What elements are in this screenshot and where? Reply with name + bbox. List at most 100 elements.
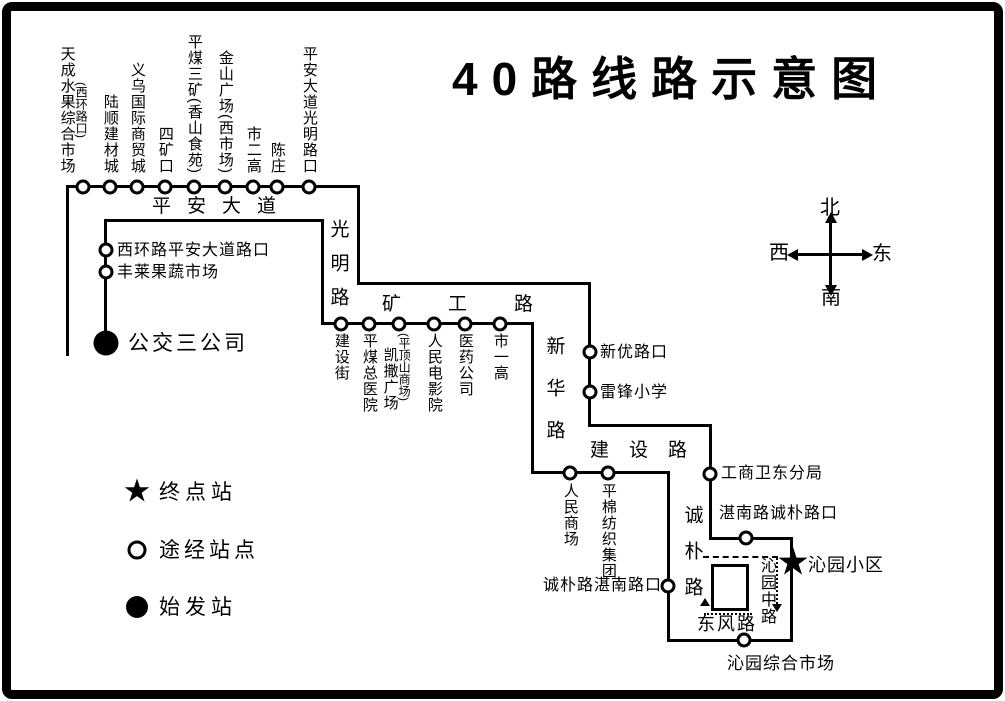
qinyuan-middle-road-dashed-top (703, 556, 778, 558)
compass-north-label: 北 (820, 197, 840, 219)
stop-marker (186, 179, 202, 195)
route-line-chengpu-east (709, 424, 712, 540)
route-line-dongfeng-road (667, 639, 793, 642)
route-line-xihuan-tail (66, 185, 69, 356)
stop-marker (562, 465, 578, 481)
stop-marker (269, 179, 285, 195)
stop-label: 西环路平安大道路口 (117, 242, 271, 259)
qinyuan-middle-road-dotted-east (776, 558, 778, 604)
compass-west-label: 西 (769, 242, 789, 264)
stop-label: 凯撒广场 (平顶山商场) (381, 333, 412, 411)
arrow-east-icon (862, 249, 873, 261)
road-label-pingan: 平安大道 (152, 196, 293, 217)
stop-marker (157, 179, 173, 195)
stop-marker (333, 316, 349, 332)
origin-station-label: 公交三公司 (128, 332, 248, 355)
legend-origin-label: 始发站 (159, 596, 237, 619)
road-label-jianshe: 建设路 (590, 440, 708, 461)
stop-label: 建设街 (332, 333, 350, 381)
stop-marker (391, 316, 407, 332)
stop-label: 医药公司 (456, 333, 474, 397)
stop-marker (492, 316, 508, 332)
road-label-qinyuan-middle: 沁园中路 (758, 557, 775, 625)
stop-label: 诚朴路湛南路口 (543, 577, 663, 594)
stop-marker (426, 316, 442, 332)
compass-axis-vertical (829, 222, 832, 286)
road-label-dongfeng: 东风路 (697, 614, 757, 634)
stop-label: 义乌国际商贸城 (128, 62, 146, 174)
origin-station-marker (93, 330, 119, 356)
route-line-east-connector (357, 282, 591, 285)
route-line-guangming-upper (357, 185, 360, 285)
stop-marker (75, 179, 91, 195)
stop-label: 金山广场(西市场) (216, 50, 234, 174)
qinyuan-middle-road-dotted-bottom (704, 613, 752, 615)
stop-marker (129, 179, 145, 195)
stop-marker (600, 465, 616, 481)
arrow-north-icon (825, 212, 837, 223)
stop-label: 平安大道光明路口 (300, 46, 318, 174)
stop-label: 陈庄 (268, 142, 286, 174)
stop-label: 平煤总医院 (360, 333, 378, 413)
stop-label: 平煤三矿(香山食苑) (185, 34, 203, 174)
arrow-down-icon (772, 604, 782, 612)
route-line-terminal-vertical (790, 537, 793, 642)
route-line-pingan-avenue (66, 185, 360, 188)
arrow-south-icon (825, 285, 837, 296)
legend-terminal-icon: ★ (122, 472, 152, 509)
route-line-to-jianshe (588, 424, 712, 427)
stop-label: 天成水果综合市场 (西环路口) (58, 46, 89, 174)
stop-label: 人民电影院 (425, 333, 443, 413)
legend-waypoint-icon (127, 540, 147, 560)
arrow-west-icon (787, 249, 798, 261)
road-label-chengpu: 诚朴路 (681, 505, 703, 613)
stop-label: 丰莱果蔬市场 (117, 264, 220, 281)
stop-marker (102, 179, 118, 195)
stop-marker (301, 179, 317, 195)
stop-label: 陆顺建材城 (101, 94, 119, 174)
terminal-station-label: 沁园小区 (808, 555, 884, 575)
route-line-shiyigao-connector (531, 322, 534, 474)
route-line-chengpu-west (667, 471, 670, 642)
legend-origin-icon (126, 596, 148, 618)
stop-label: 沁园综合市场 (727, 654, 835, 673)
legend-waypoint-label: 途经站点 (159, 539, 259, 562)
stop-label: 市二高 (244, 126, 262, 174)
stop-marker (736, 632, 752, 648)
stop-label: 新优路口 (600, 344, 669, 361)
page-title: 40路线路示意图 (452, 53, 892, 105)
terminal-station-marker: ★ (775, 541, 811, 584)
stop-marker (738, 530, 754, 546)
route-line-xihuan-road (104, 219, 107, 345)
stop-label: 人民商场 (561, 483, 579, 547)
road-label-xinhua: 新华路 (543, 336, 565, 462)
road-label-kuanggong: 矿工路 (382, 294, 581, 315)
road-label-guangming: 光明路 (327, 219, 349, 321)
stop-label: 平棉纺织集团 (599, 483, 617, 579)
compass-east-label: 东 (872, 243, 892, 265)
stop-label: 湛南路诚朴路口 (719, 505, 839, 522)
stop-marker (457, 316, 473, 332)
route-line-inner-pingan (104, 219, 324, 222)
stop-marker (98, 242, 114, 258)
compass: 北 南 西 东 (769, 190, 892, 315)
stop-marker (702, 466, 718, 482)
stop-marker (217, 179, 233, 195)
stop-marker (98, 264, 114, 280)
stop-marker (582, 344, 598, 360)
compass-south-label: 南 (821, 287, 841, 309)
stop-marker (660, 578, 676, 594)
route-line-guangming-lower (321, 219, 324, 325)
stop-label: 工商卫东分局 (721, 465, 824, 482)
stop-marker (245, 179, 261, 195)
arrow-up-icon (700, 598, 710, 606)
qinyuan-block (711, 564, 749, 611)
stop-label: 雷锋小学 (600, 384, 669, 401)
stop-label: 四矿口 (156, 126, 174, 174)
stop-label: 市一高 (491, 333, 509, 381)
legend: ★ 终点站 途经站点 始发站 (115, 470, 315, 630)
stop-marker (582, 384, 598, 400)
stop-marker (361, 316, 377, 332)
